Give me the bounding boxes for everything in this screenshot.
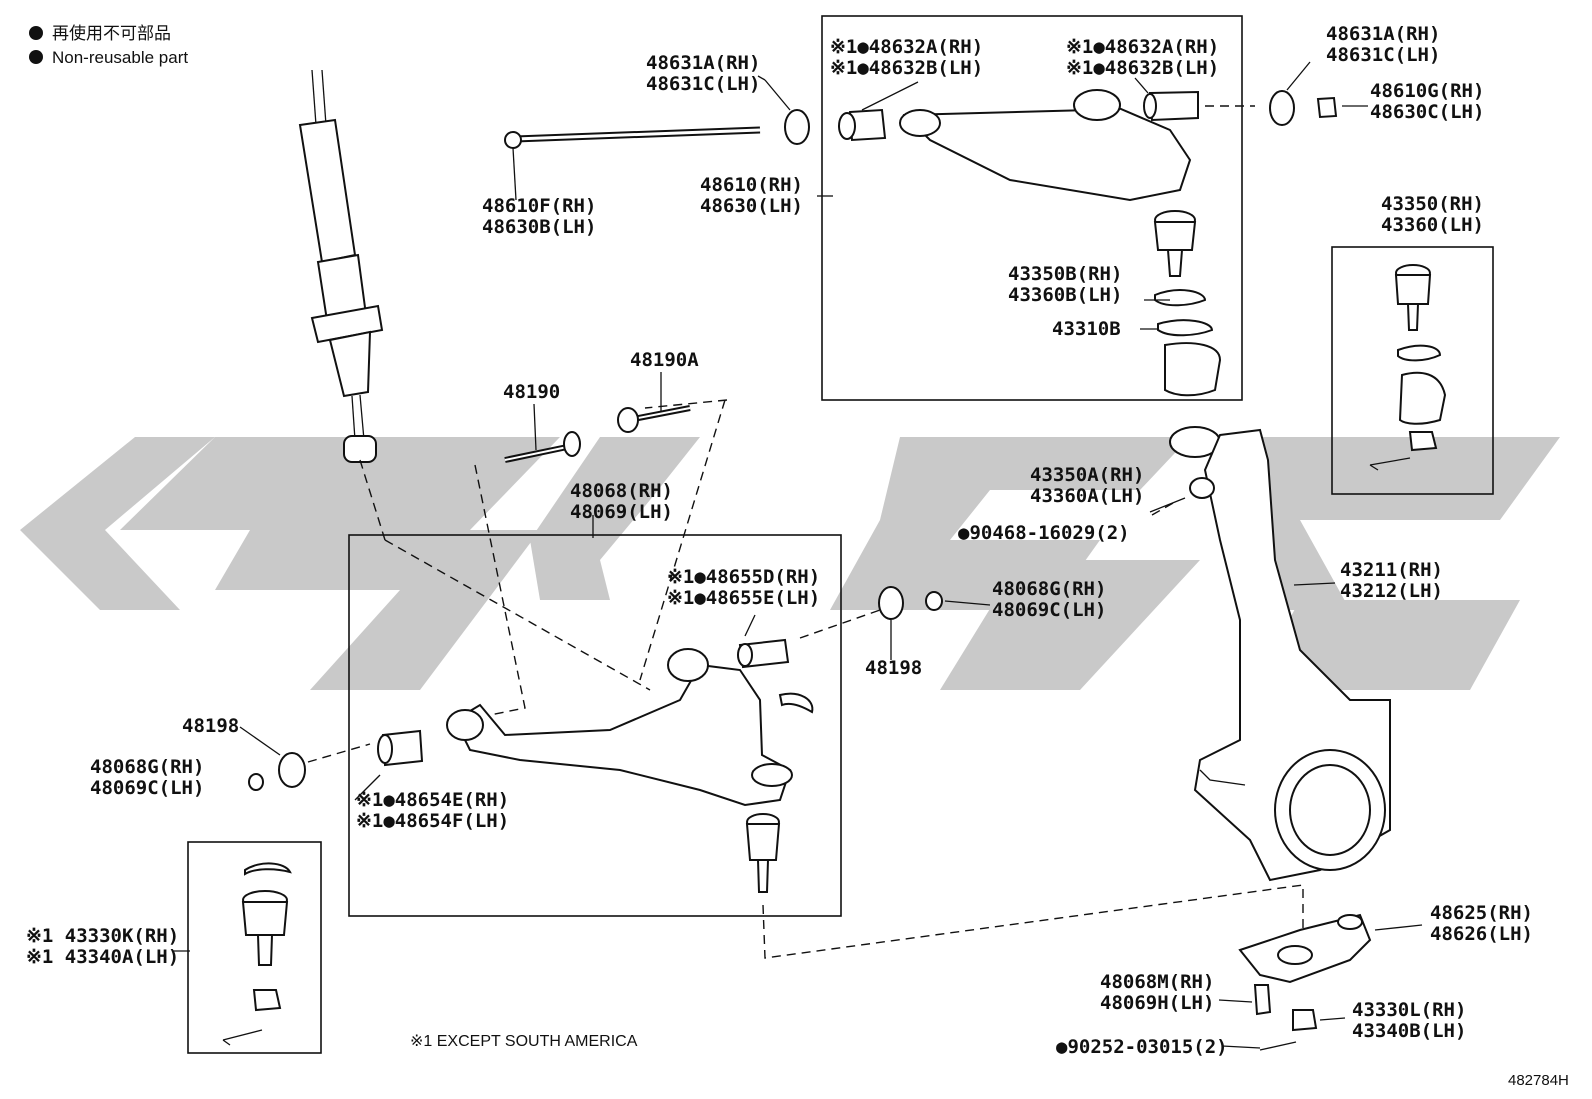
label-90468: ●90468-16029(2): [958, 522, 1130, 544]
rod-bushing: [784, 109, 810, 145]
label-43350: 43350(RH)43360(LH): [1381, 193, 1484, 236]
lower-arm-cam-plate-left: [278, 752, 306, 788]
label-43350B: 43350B(RH)43360B(LH): [1008, 263, 1122, 306]
label-48631A-top-right: 48631A(RH)48631C(LH): [1326, 23, 1440, 66]
label-48610F: 48610F(RH)48630B(LH): [482, 195, 596, 238]
label-90252: ●90252-03015(2): [1056, 1036, 1228, 1058]
label-48625: 48625(RH)48626(LH): [1430, 902, 1533, 945]
legend-line-2: Non-reusable part: [52, 48, 188, 67]
shock-absorber: [298, 69, 384, 463]
label-48632-left: ※1●48632A(RH)※1●48632B(LH): [830, 36, 983, 79]
shock-bushing: [343, 435, 377, 463]
upper-arm-box: [821, 15, 1243, 401]
right-rod-bushing: [1269, 90, 1295, 126]
legend-line-1: 再使用不可部品: [52, 23, 171, 43]
label-48610G: 48610G(RH)48630C(LH): [1370, 80, 1484, 123]
upper-control-arm: [817, 61, 1368, 202]
legend: 再使用不可部品 Non-reusable part: [29, 23, 188, 67]
footnote: ※1 EXCEPT SOUTH AMERICA: [410, 1033, 638, 1050]
relationship-lines: [359, 399, 1304, 959]
label-48190: 48190: [503, 381, 560, 403]
steering-knuckle: [1149, 426, 1391, 882]
label-48610: 48610(RH)48630(LH): [700, 174, 803, 217]
strut-rod: [504, 75, 810, 201]
label-48654: ※1●48654E(RH)※1●48654F(LH): [356, 789, 509, 832]
cam-bolts: [504, 372, 691, 538]
label-48198-left: 48198: [182, 715, 239, 737]
lower-control-arm: [239, 586, 991, 807]
non-reusable-bullet-1: [29, 26, 43, 40]
label-43211: 43211(RH)43212(LH): [1340, 559, 1443, 602]
ball-joint-box-right: [1331, 246, 1494, 495]
label-48068G-right: 48068G(RH)48069C(LH): [992, 578, 1106, 621]
upper-ball-joint: [1140, 210, 1222, 397]
label-48632-right: ※1●48632A(RH)※1●48632B(LH): [1066, 36, 1219, 79]
label-48068G-left: 48068G(RH)48069C(LH): [90, 756, 204, 799]
ball-joint-box-left: [187, 841, 322, 1054]
knuckle-arm: [1218, 913, 1423, 1051]
label-43350A: 43350A(RH)43360A(LH): [1030, 464, 1144, 507]
label-48198-right: 48198: [865, 657, 922, 679]
watermark: [20, 437, 1560, 690]
ball-joint-kit-right: [1369, 264, 1447, 471]
lower-arm-cam-plate-right: [878, 586, 904, 620]
non-reusable-bullet-2: [29, 50, 43, 64]
part-labels: 48631A(RH)48631C(LH) 48610F(RH)48630B(LH…: [26, 23, 1533, 1058]
label-48655: ※1●48655D(RH)※1●48655E(LH): [667, 566, 820, 609]
label-48190A: 48190A: [630, 349, 699, 371]
label-43330L: 43330L(RH)43340B(LH): [1352, 999, 1466, 1042]
group-boxes: [187, 15, 1494, 1054]
label-48068: 48068(RH)48069(LH): [570, 480, 673, 523]
label-43330K: ※1 43330K(RH)※1 43340A(LH): [26, 925, 179, 968]
label-48631A-top-left: 48631A(RH)48631C(LH): [646, 52, 760, 95]
lower-ball-joint: [745, 813, 781, 893]
label-48068M: 48068M(RH)48069H(LH): [1100, 971, 1214, 1014]
lower-arm-box: [348, 534, 842, 917]
label-43310B: 43310B: [1052, 318, 1121, 340]
diagram-code: 482784H: [1508, 1072, 1569, 1089]
ball-joint-kit-left: [172, 862, 292, 1046]
